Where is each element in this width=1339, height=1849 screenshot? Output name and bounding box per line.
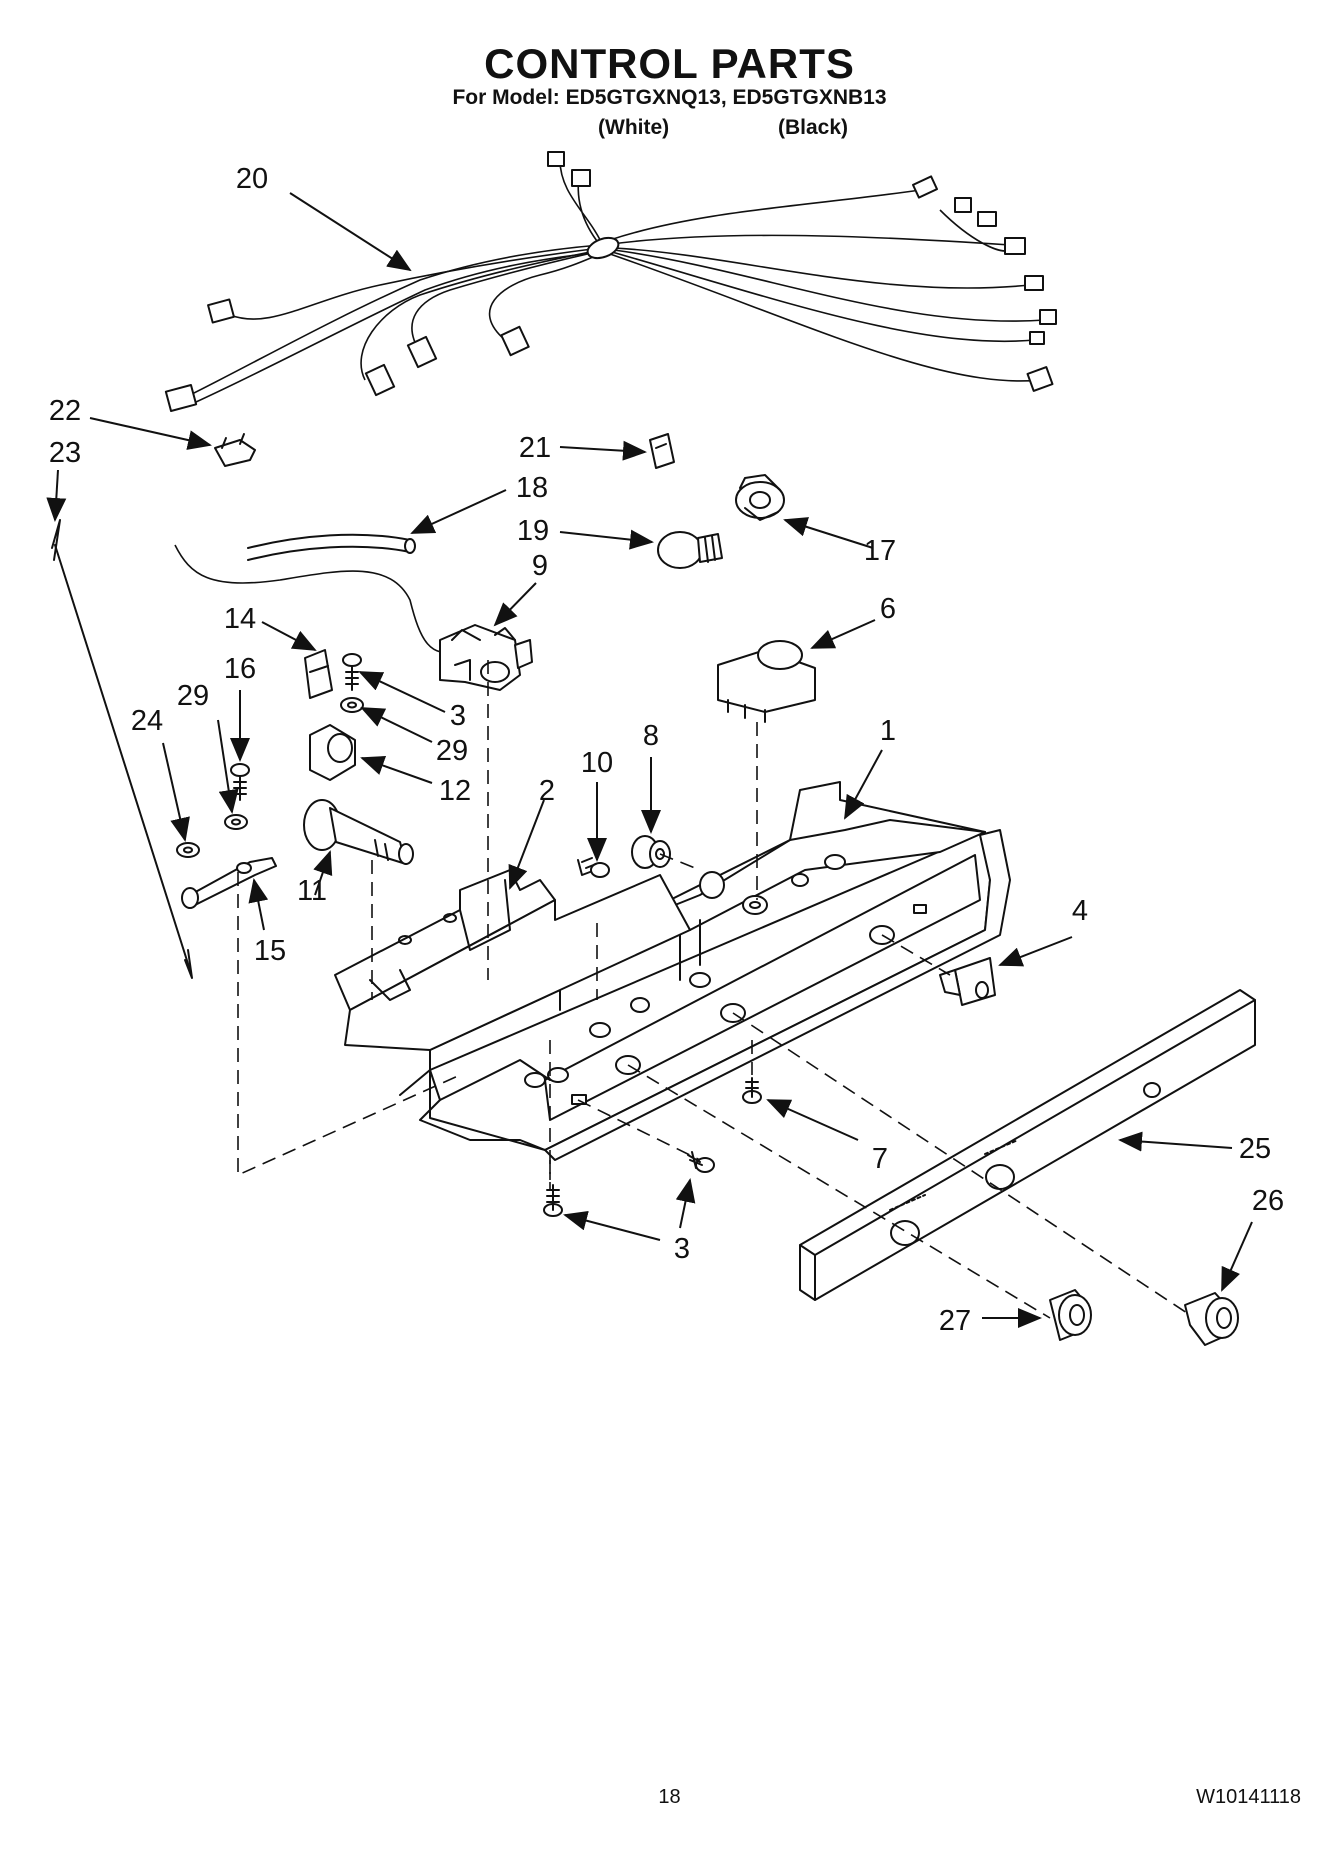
callout-labels: 20 22 23 21 18 19 17 9 6 14 16 29 24 3 2… xyxy=(49,163,1284,1337)
knob-27 xyxy=(1049,1289,1092,1341)
callout-27: 27 xyxy=(939,1305,971,1337)
switch-4 xyxy=(939,957,996,1006)
knob-26 xyxy=(1184,1292,1239,1346)
callout-2: 2 xyxy=(539,775,555,807)
shaft-11 xyxy=(303,799,414,865)
callout-15: 15 xyxy=(254,935,286,967)
washer-29-lower xyxy=(224,814,248,830)
screw-16 xyxy=(230,763,250,801)
callout-12: 12 xyxy=(439,775,471,807)
callout-19: 19 xyxy=(517,515,549,547)
tube-18 xyxy=(247,533,416,561)
light-bulb-19 xyxy=(657,531,723,569)
callout-10: 10 xyxy=(581,747,613,779)
callout-23: 23 xyxy=(49,437,81,469)
washer-24 xyxy=(176,842,200,858)
leader-lines xyxy=(46,192,1253,1328)
grommet-8 xyxy=(631,835,671,869)
model-line: For Model: ED5GTGXNQ13, ED5GTGXNB13 xyxy=(452,86,887,109)
callout-25: 25 xyxy=(1239,1133,1271,1165)
callout-6: 6 xyxy=(880,593,896,625)
callout-7: 7 xyxy=(872,1143,888,1175)
callout-18: 18 xyxy=(516,472,548,504)
thermostat-9 xyxy=(439,624,533,691)
control-6 xyxy=(717,640,816,723)
bracket-21 xyxy=(649,433,675,469)
assembly-lines xyxy=(237,660,1191,1319)
callout-29-left: 29 xyxy=(177,680,209,712)
screw-10 xyxy=(577,857,610,878)
clip-14 xyxy=(304,649,333,699)
callout-8: 8 xyxy=(643,720,659,752)
screw-3-upper xyxy=(342,653,362,691)
harness-clip-22 xyxy=(214,433,256,467)
callout-22: 22 xyxy=(49,395,81,427)
page-title: CONTROL PARTS xyxy=(484,40,855,87)
page-number: 18 xyxy=(658,1786,681,1808)
variant-white: (White) xyxy=(598,116,670,139)
callout-29-right: 29 xyxy=(436,735,468,767)
screw-7 xyxy=(742,1077,762,1104)
screw-3-side xyxy=(687,1151,715,1173)
callout-1: 1 xyxy=(880,715,896,747)
lever-15 xyxy=(181,857,277,909)
wiring-harness xyxy=(164,151,1057,413)
variant-black: (Black) xyxy=(778,116,849,139)
washer-29-upper xyxy=(340,697,364,713)
callout-3-upper: 3 xyxy=(450,700,466,732)
callout-11: 11 xyxy=(297,875,327,907)
callout-24: 24 xyxy=(131,705,163,737)
control-rod-23 xyxy=(51,519,193,979)
callout-9: 9 xyxy=(532,550,548,582)
callout-16: 16 xyxy=(224,653,256,685)
bracket-2 xyxy=(334,869,691,1051)
lamp-socket-17 xyxy=(735,474,785,521)
callout-17: 17 xyxy=(864,535,896,567)
callout-26: 26 xyxy=(1252,1185,1284,1217)
callout-14: 14 xyxy=(224,603,256,635)
control-panel-25 xyxy=(799,989,1256,1301)
screw-3-lower xyxy=(543,1184,563,1217)
callout-3-lower: 3 xyxy=(674,1233,690,1265)
document-id: W10141118 xyxy=(1196,1786,1301,1808)
clamp-12 xyxy=(309,724,356,781)
callout-21: 21 xyxy=(519,432,551,464)
callout-20: 20 xyxy=(236,163,268,195)
callout-4: 4 xyxy=(1072,895,1088,927)
